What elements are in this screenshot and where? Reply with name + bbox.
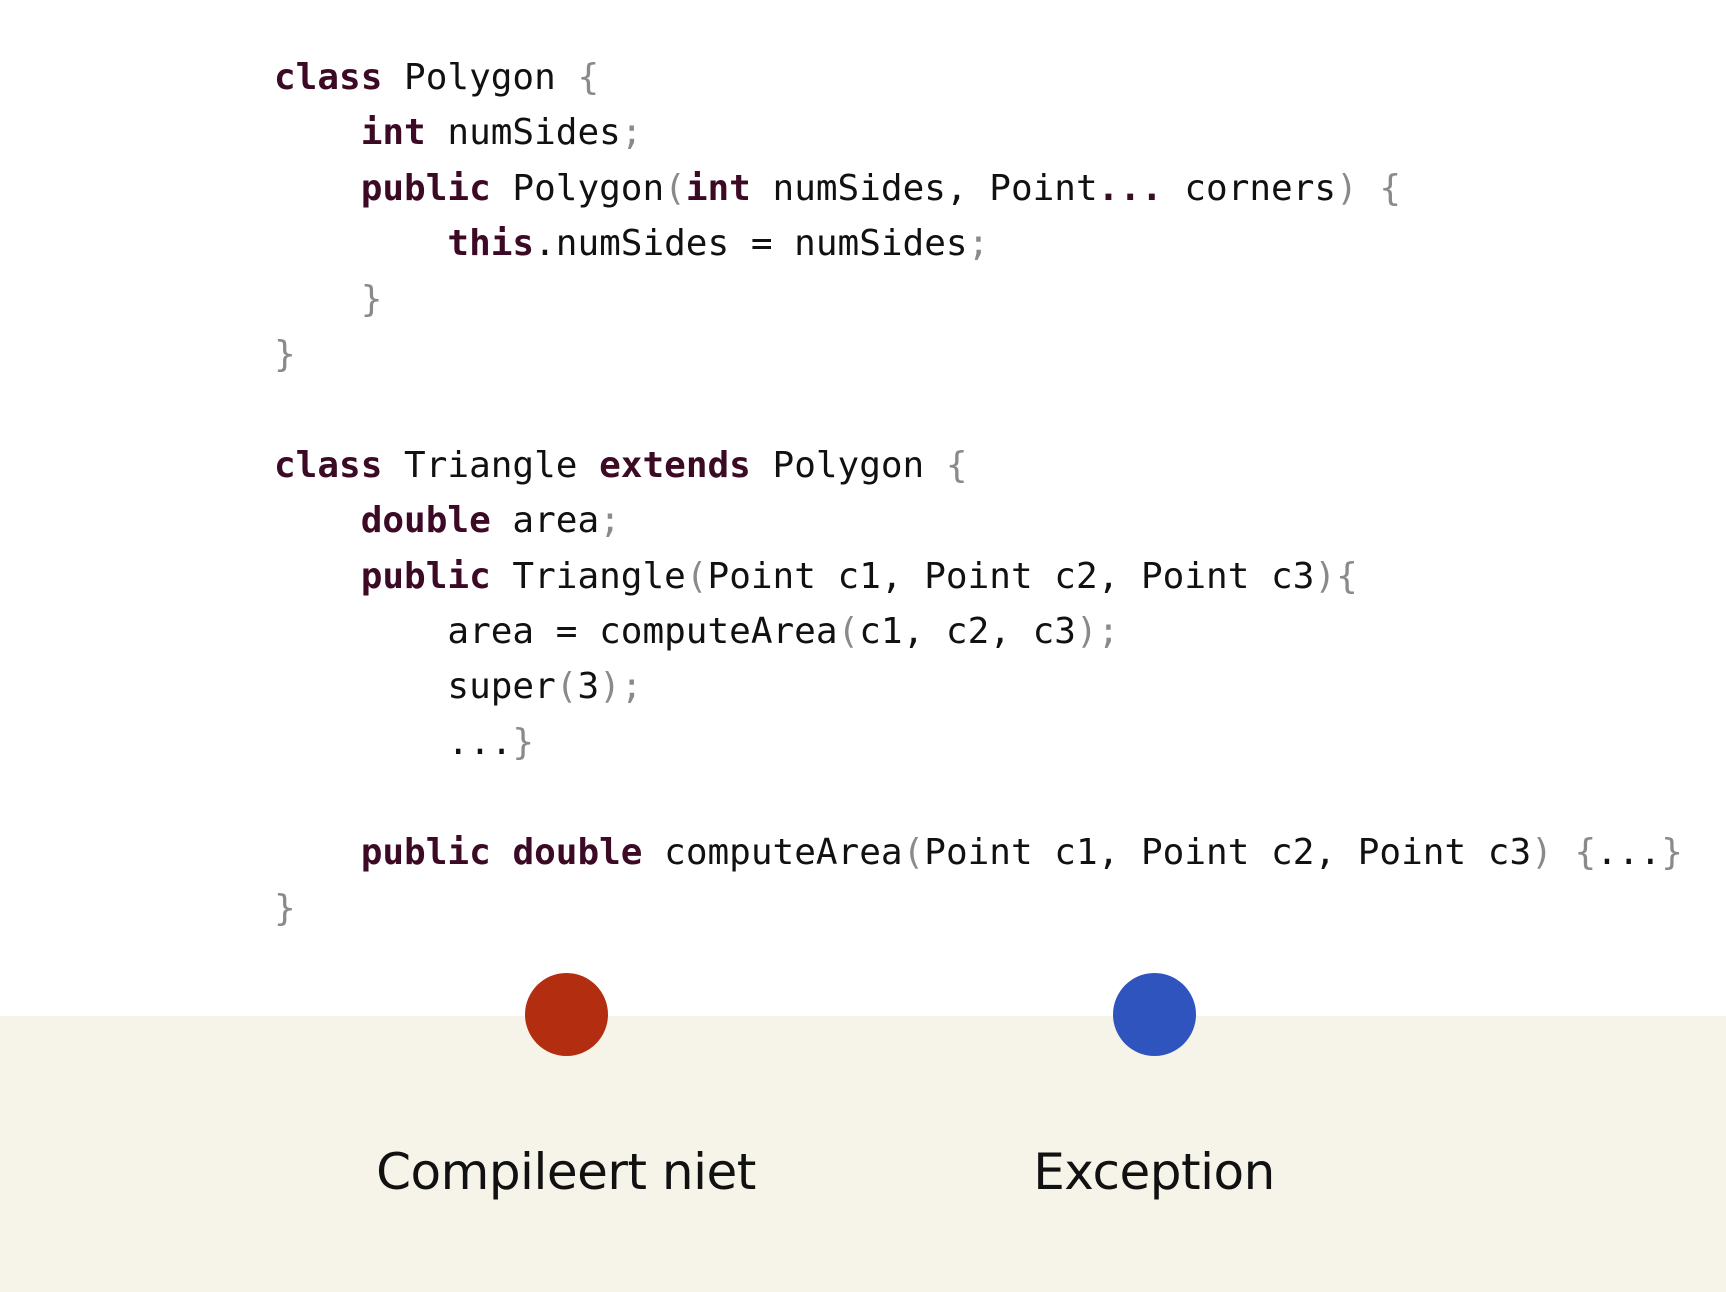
code-identifier: Triangle bbox=[490, 555, 686, 597]
code-punctuation: ); bbox=[599, 666, 643, 708]
code-punctuation: { bbox=[945, 444, 968, 486]
code-punctuation: } bbox=[274, 333, 296, 375]
code-identifier: c1, c2, c3 bbox=[859, 610, 1076, 652]
code-punctuation: ( bbox=[685, 555, 708, 597]
code-punctuation: ( bbox=[837, 610, 860, 652]
option-dot-blue[interactable] bbox=[1113, 973, 1196, 1056]
code-line: ...} bbox=[274, 715, 1683, 770]
code-punctuation: ; bbox=[620, 112, 643, 154]
code-identifier: ... bbox=[1596, 832, 1662, 874]
option-label: Exception bbox=[1033, 1143, 1275, 1201]
code-keyword: this bbox=[447, 223, 535, 265]
option-exception[interactable]: Exception bbox=[854, 973, 1454, 1233]
code-line: double area; bbox=[274, 493, 1683, 548]
code-line: } bbox=[274, 272, 1683, 327]
code-identifier: corners bbox=[1162, 167, 1337, 209]
code-line: super(3); bbox=[274, 659, 1683, 714]
code-identifier: numSides, Point bbox=[750, 167, 1098, 209]
option-compileert-niet[interactable]: Compileert niet bbox=[266, 973, 866, 1233]
code-identifier: ... bbox=[447, 721, 513, 763]
code-identifier: numSides bbox=[425, 112, 621, 154]
code-identifier: super bbox=[447, 666, 556, 708]
code-identifier: Polygon bbox=[382, 57, 578, 98]
code-line: } bbox=[274, 327, 1683, 382]
code-punctuation: } bbox=[360, 278, 383, 320]
code-punctuation: } bbox=[274, 887, 296, 929]
code-identifier: Point c1, Point c2, Point c3 bbox=[707, 555, 1315, 597]
code-keyword: ... bbox=[1097, 167, 1163, 209]
code-line: } bbox=[274, 881, 1683, 936]
code-identifier: .numSides = numSides bbox=[534, 223, 968, 265]
code-identifier: Polygon bbox=[750, 444, 946, 486]
code-keyword: int bbox=[360, 112, 426, 154]
code-keyword: int bbox=[685, 167, 751, 209]
code-line: public Polygon(int numSides, Point... co… bbox=[274, 161, 1683, 216]
code-line bbox=[274, 770, 1683, 825]
code-line bbox=[274, 382, 1683, 437]
code-punctuation: } bbox=[1661, 832, 1683, 874]
option-dot-red[interactable] bbox=[525, 973, 608, 1056]
code-punctuation: ; bbox=[599, 500, 621, 542]
code-punctuation: } bbox=[512, 721, 535, 763]
code-identifier: area = computeArea bbox=[447, 610, 838, 652]
code-punctuation: ( bbox=[664, 167, 686, 209]
code-keyword: public bbox=[360, 832, 491, 874]
code-punctuation: ( bbox=[555, 666, 578, 708]
code-identifier: Triangle bbox=[382, 444, 600, 486]
code-keyword: class bbox=[274, 57, 383, 98]
code-keyword: class bbox=[274, 444, 383, 486]
code-identifier: 3 bbox=[577, 666, 600, 708]
answer-band bbox=[0, 1016, 1726, 1292]
code-line: class Triangle extends Polygon { bbox=[274, 438, 1683, 493]
code-identifier: computeArea bbox=[642, 832, 903, 874]
code-keyword: double bbox=[512, 832, 643, 874]
option-label: Compileert niet bbox=[376, 1143, 756, 1201]
code-line: class Polygon { bbox=[274, 50, 1683, 105]
code-line: this.numSides = numSides; bbox=[274, 216, 1683, 271]
code-punctuation: ) { bbox=[1531, 832, 1597, 874]
code-identifier: Polygon bbox=[490, 167, 665, 209]
code-identifier: Point c1, Point c2, Point c3 bbox=[924, 832, 1532, 874]
code-keyword: public bbox=[360, 555, 491, 597]
code-line: area = computeArea(c1, c2, c3); bbox=[274, 604, 1683, 659]
code-punctuation: ) { bbox=[1336, 167, 1402, 209]
code-punctuation: { bbox=[577, 57, 600, 98]
code-identifier: area bbox=[490, 500, 600, 542]
code-block: class Polygon { int numSides; public Pol… bbox=[274, 50, 1683, 936]
code-line: public double computeArea(Point c1, Poin… bbox=[274, 825, 1683, 880]
code-punctuation: ; bbox=[967, 223, 990, 265]
code-line: int numSides; bbox=[274, 105, 1683, 160]
code-identifier bbox=[491, 832, 513, 873]
code-keyword: extends bbox=[599, 444, 751, 486]
code-punctuation: ( bbox=[902, 832, 925, 874]
code-punctuation: ){ bbox=[1314, 555, 1358, 597]
code-line: public Triangle(Point c1, Point c2, Poin… bbox=[274, 549, 1683, 604]
code-keyword: public bbox=[360, 167, 491, 209]
code-punctuation: ); bbox=[1075, 610, 1120, 652]
code-keyword: double bbox=[360, 500, 491, 542]
